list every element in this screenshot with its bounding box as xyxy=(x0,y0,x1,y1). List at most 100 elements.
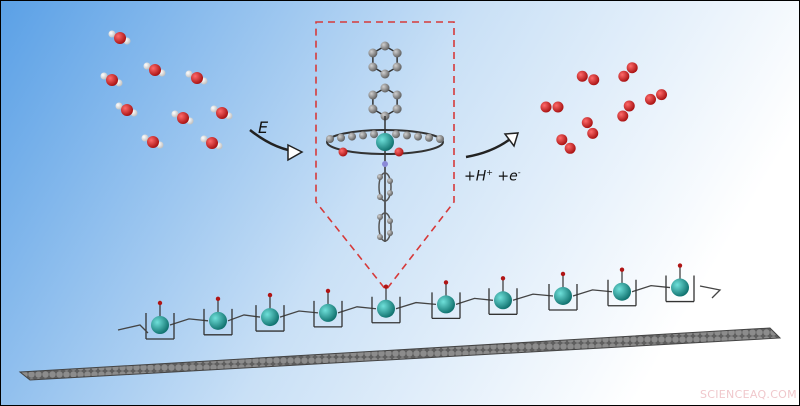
carbon-atom xyxy=(377,214,383,220)
oxygen-atom xyxy=(149,64,161,76)
o2-molecule xyxy=(576,70,600,86)
carbon-atom xyxy=(387,218,393,224)
products-label: +H+ +e- xyxy=(464,168,521,185)
o2-molecule xyxy=(618,62,638,82)
hydrogen-atom xyxy=(171,110,179,118)
carbon-atom xyxy=(377,234,383,240)
porphyrin-unit xyxy=(607,267,637,307)
porphyrin-frame xyxy=(665,275,695,303)
proton-charge: + xyxy=(486,168,493,177)
oxygen-atom xyxy=(383,284,389,289)
carbon-atom xyxy=(403,131,411,140)
hydrogen-atom xyxy=(185,70,193,78)
carbon-atom xyxy=(387,190,393,196)
water-molecule xyxy=(141,134,164,149)
zoom-callout-outline xyxy=(315,21,455,292)
linker-bond xyxy=(337,306,377,314)
oxygen-atom xyxy=(623,100,635,112)
carbon-atom xyxy=(436,135,444,143)
terminal-phenyl xyxy=(117,324,149,334)
water-molecule xyxy=(200,135,223,150)
carbon-atom xyxy=(392,90,402,100)
hydrogen-atom xyxy=(200,135,208,143)
metal-center xyxy=(671,278,689,297)
metal-center xyxy=(209,311,227,330)
oxygen-atom xyxy=(619,267,625,272)
hydrogen-atom xyxy=(210,105,218,113)
oxygen-atom xyxy=(587,127,599,139)
carbon-atom xyxy=(387,230,393,236)
carbon-atom xyxy=(337,133,345,142)
water-molecule xyxy=(185,70,208,85)
oxygen-atom xyxy=(552,101,564,113)
metal-center xyxy=(494,291,512,310)
oxygen-atom xyxy=(206,137,218,149)
carbon-atom xyxy=(377,174,383,180)
porphyrin-unit xyxy=(255,292,285,332)
carbon-atom xyxy=(425,133,433,142)
oxygen-atom xyxy=(644,93,656,105)
porphyrin-frame xyxy=(431,292,461,320)
o2-molecule xyxy=(556,134,576,154)
carbon-atom xyxy=(377,194,383,200)
oxygen-atom xyxy=(556,134,568,146)
carbon-atom xyxy=(392,130,400,139)
water-molecule xyxy=(100,72,123,87)
carbon-atom xyxy=(359,131,367,140)
electrode-surface xyxy=(18,327,782,381)
oxygen-atom xyxy=(581,117,593,129)
oxygen-atom xyxy=(114,32,126,44)
o2-molecule xyxy=(581,117,599,139)
carbon-atom xyxy=(370,130,378,139)
oxygen-atom xyxy=(216,107,228,119)
proton-label: +H xyxy=(464,168,487,185)
carbon-atom xyxy=(380,69,390,79)
porphyrin-frame xyxy=(313,300,343,328)
linker-bond xyxy=(572,289,613,297)
pyridine-ring xyxy=(378,172,392,202)
oxygen-atom xyxy=(560,271,566,277)
oxygen-atom xyxy=(656,89,668,101)
metal-center xyxy=(437,295,455,314)
carbon-atom xyxy=(326,135,334,143)
metal-center xyxy=(151,316,169,334)
energy-arrow-head xyxy=(287,143,304,162)
carbon-atom xyxy=(368,90,378,100)
water-molecule xyxy=(115,102,138,117)
porphyrin-unit xyxy=(203,296,233,336)
linker-bond xyxy=(395,301,437,310)
oxygen-atom xyxy=(626,62,638,74)
oxygen-atom xyxy=(617,110,629,122)
oxygen-atom xyxy=(576,70,588,82)
terminal-phenyl xyxy=(699,285,722,299)
oxygen-atom xyxy=(588,74,600,86)
porphyrin-complex-closeup xyxy=(326,41,444,242)
porphyrin-unit xyxy=(313,288,343,328)
carbon-atom xyxy=(392,62,402,72)
hydrogen-atom xyxy=(143,62,151,70)
hydrogen-atom xyxy=(141,134,149,142)
oxygen-atom xyxy=(267,292,273,298)
carbon-atom xyxy=(348,132,356,141)
metal-center xyxy=(613,282,631,301)
water-molecule xyxy=(108,30,131,45)
product-arrow-head xyxy=(503,132,520,148)
surface-porphyrin-chain xyxy=(117,263,722,340)
porphyrin-unit xyxy=(488,276,518,315)
linker-bond xyxy=(512,293,554,301)
nitrogen-atom xyxy=(382,161,388,167)
porphyrin-unit xyxy=(145,300,175,340)
oxygen-atom xyxy=(157,300,163,306)
energy-label: E xyxy=(258,118,269,137)
carbon-atom xyxy=(392,48,402,58)
oxygen-atom xyxy=(177,112,189,124)
oxygen-molecules xyxy=(540,62,668,154)
o2-molecule xyxy=(644,89,668,105)
electron-label: +e xyxy=(497,168,518,185)
porphyrin-frame xyxy=(203,308,233,336)
linker-bond xyxy=(279,310,319,318)
linker-bond xyxy=(169,318,209,326)
